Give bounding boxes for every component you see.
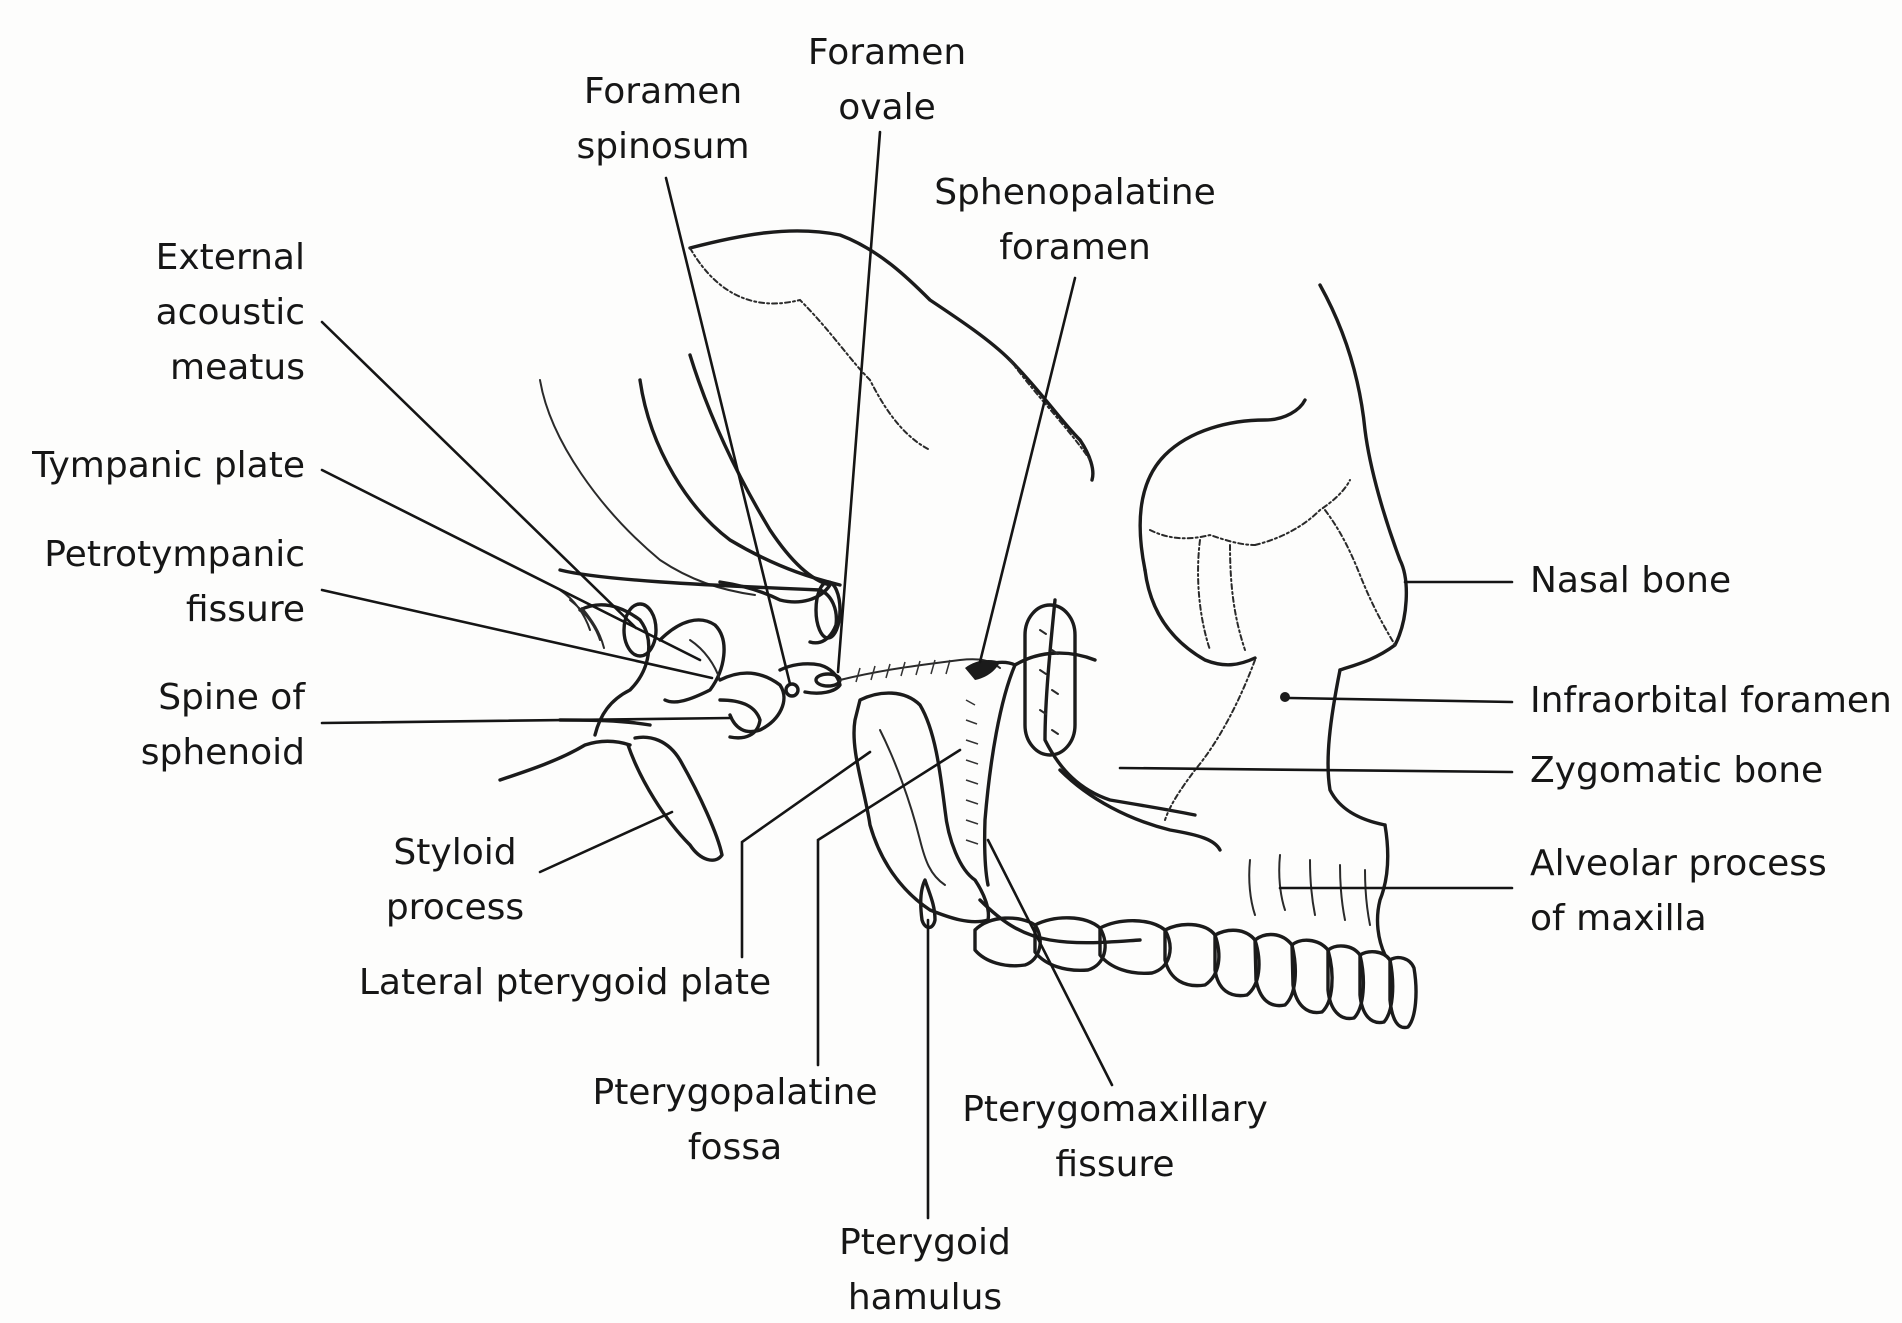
leader-pterygomaxillary-fissure — [986, 838, 1114, 1087]
label-external-acoustic-meatus-line1: External — [155, 237, 305, 278]
orbit-inner-sutures — [1149, 529, 1256, 651]
label-zygomatic-bone: Zygomatic bone — [1530, 743, 1860, 798]
temporal-line — [539, 379, 756, 596]
leader-sphenopalatine-foramen — [978, 276, 1077, 664]
label-sphenopalatine-foramen-line2: foramen — [999, 227, 1151, 268]
label-external-acoustic-meatus: External acoustic meatus — [100, 230, 305, 395]
label-lateral-pterygoid-plate: Lateral pterygoid plate — [350, 955, 780, 1010]
maxilla-lower-border — [1058, 768, 1222, 852]
label-foramen-spinosum-line1: Foramen — [583, 71, 743, 112]
leader-foramen-spinosum — [664, 176, 792, 686]
label-pterygoid-hamulus-line1: Pterygoid — [839, 1222, 1011, 1263]
label-pterygomaxillary-fissure-line1: Pterygomaxillary — [962, 1089, 1268, 1130]
leader-zygomatic-bone — [1118, 766, 1514, 774]
label-spine-of-sphenoid: Spine of sphenoid — [60, 670, 305, 780]
label-pterygopalatine-fossa-line2: fossa — [687, 1127, 783, 1168]
nasal-bone-outline — [1318, 283, 1409, 672]
styloid-process-shape — [626, 735, 724, 862]
leader-tympanic-plate — [320, 468, 702, 662]
lower-cranial-base — [498, 718, 652, 782]
mastoid-striations — [559, 589, 605, 649]
label-sphenopalatine-foramen: Sphenopalatine foramen — [930, 165, 1220, 275]
infraorbital-foramen-shape — [1280, 692, 1290, 702]
orbit-rim — [1138, 398, 1307, 572]
label-foramen-ovale-line2: ovale — [838, 87, 936, 128]
label-pterygomaxillary-fissure: Pterygomaxillary fissure — [955, 1082, 1275, 1192]
label-pterygomaxillary-fissure-line2: fissure — [1055, 1144, 1175, 1185]
petrotympanic-fissure-line — [689, 639, 721, 681]
label-nasal-bone-line1: Nasal bone — [1530, 560, 1732, 601]
label-tympanic-plate-line1: Tympanic plate — [32, 445, 305, 486]
label-foramen-spinosum-line2: spinosum — [576, 126, 750, 167]
zygomatic-oval-outline — [1023, 603, 1077, 757]
label-alveolar-process-line1: Alveolar process — [1530, 843, 1827, 884]
label-foramen-ovale: Foramen ovale — [792, 25, 982, 135]
temporal-fossa-outline — [688, 229, 1095, 482]
label-external-acoustic-meatus-line2: acoustic — [155, 292, 305, 333]
greater-wing-hatching — [855, 659, 951, 683]
label-petrotympanic-fissure-line2: fissure — [185, 589, 305, 630]
squamous-suture — [689, 247, 931, 451]
leader-infraorbital-foramen — [1288, 696, 1514, 704]
zygomatic-oval-dots — [1039, 629, 1059, 735]
leader-foramen-ovale — [836, 130, 882, 674]
label-pterygopalatine-fossa: Pterygopalatine fossa — [580, 1065, 890, 1175]
nasal-suture — [1324, 509, 1396, 646]
maxilla-posterior — [978, 898, 1142, 945]
label-sphenopalatine-foramen-line1: Sphenopalatine — [934, 172, 1216, 213]
alveolar-striations — [1248, 854, 1371, 926]
label-foramen-spinosum: Foramen spinosum — [568, 64, 758, 174]
leader-lateral-pterygoid-plate — [740, 750, 872, 959]
leader-external-acoustic-meatus — [320, 320, 638, 630]
spine-of-sphenoid-shape — [718, 698, 762, 740]
maxilla-front — [1375, 823, 1390, 957]
label-pterygoid-hamulus-line2: hamulus — [847, 1277, 1003, 1318]
leader-styloid-process — [538, 810, 674, 874]
external-acoustic-meatus-opening — [622, 602, 658, 658]
label-spine-of-sphenoid-line2: sphenoid — [140, 732, 305, 773]
label-pterygopalatine-fossa-line1: Pterygopalatine — [592, 1072, 878, 1113]
label-nasal-bone: Nasal bone — [1530, 553, 1830, 608]
frontozygomatic-suture — [1254, 479, 1351, 546]
zygomaticomaxillary-suture — [1164, 659, 1256, 821]
orbit-lower-rim — [1143, 568, 1257, 667]
label-styloid-process-line1: Styloid — [393, 832, 517, 873]
articular-fossa — [718, 671, 786, 734]
label-foramen-ovale-line1: Foramen — [807, 32, 967, 73]
foramen-spinosum-shape — [784, 682, 800, 698]
label-infraorbital-foramen: Infraorbital foramen — [1530, 673, 1892, 728]
mastoid-region — [578, 603, 651, 737]
label-petrotympanic-fissure: Petrotympanic fissure — [20, 527, 305, 637]
label-alveolar-process-line2: of maxilla — [1530, 898, 1707, 939]
label-spine-of-sphenoid-line1: Spine of — [158, 677, 305, 718]
label-infraorbital-foramen-line1: Infraorbital foramen — [1530, 680, 1892, 721]
sphenopalatine-foramen-mark — [965, 660, 1000, 680]
tympanic-plate-outline — [658, 618, 726, 704]
zygomatic-process-end — [814, 580, 842, 640]
frontal-process-line — [1326, 668, 1387, 827]
label-external-acoustic-meatus-line3: meatus — [170, 347, 305, 388]
pterygomaxillary-fissure-shape — [968, 660, 1017, 887]
label-styloid-process: Styloid process — [360, 825, 550, 935]
arch-upper — [638, 378, 842, 587]
label-zygomatic-bone-line1: Zygomatic bone — [1530, 750, 1824, 791]
label-styloid-process-line2: process — [385, 887, 525, 928]
label-lateral-pterygoid-plate-line1: Lateral pterygoid plate — [358, 962, 772, 1003]
label-tympanic-plate: Tympanic plate — [20, 438, 305, 493]
pterygoid-plate-inner — [879, 729, 946, 886]
label-petrotympanic-fissure-line1: Petrotympanic — [44, 534, 305, 575]
label-pterygoid-hamulus: Pterygoid hamulus — [815, 1215, 1035, 1323]
maxillary-teeth — [973, 916, 1418, 1030]
leader-spine-of-sphenoid — [320, 716, 732, 725]
foramen-region — [778, 662, 842, 695]
sphenoid-suture — [1009, 359, 1091, 461]
leader-pterygopalatine-fossa — [816, 748, 962, 1067]
label-alveolar-process-of-maxilla: Alveolar process of maxilla — [1530, 836, 1860, 946]
pterygoid-plate-hatching — [965, 699, 979, 845]
foramen-ovale-shape — [814, 672, 842, 688]
leader-petrotympanic-fissure — [320, 588, 714, 680]
